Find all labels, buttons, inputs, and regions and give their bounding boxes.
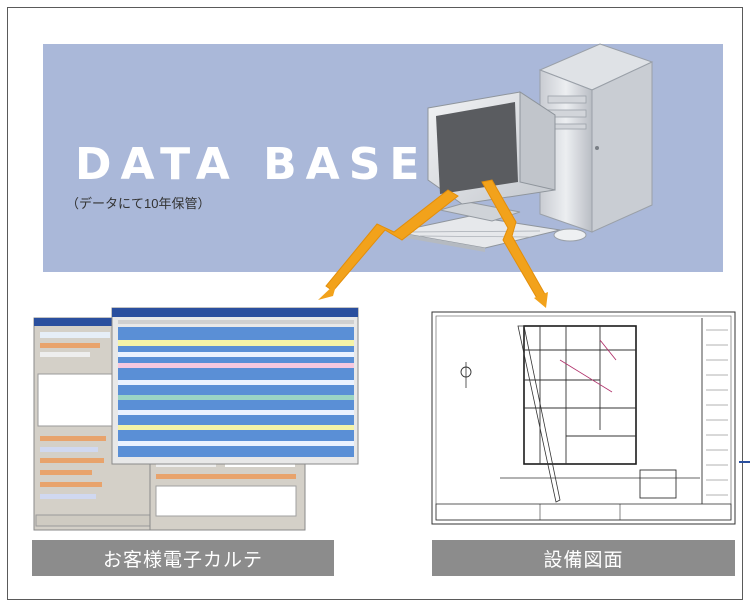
database-title: DATA BASE xyxy=(75,139,429,190)
equipment-drawing xyxy=(431,311,736,525)
equipment-drawings-caption: 設備図面 xyxy=(432,540,735,576)
database-subtitle: （データにて10年保管） xyxy=(66,196,211,211)
arrow-to-drawings-icon xyxy=(481,179,548,308)
arrow-to-records-icon xyxy=(318,189,459,300)
customer-records-caption: お客様電子カルテ xyxy=(32,540,334,576)
computer-icon xyxy=(394,43,654,252)
customer-records-screenshot xyxy=(33,307,359,531)
